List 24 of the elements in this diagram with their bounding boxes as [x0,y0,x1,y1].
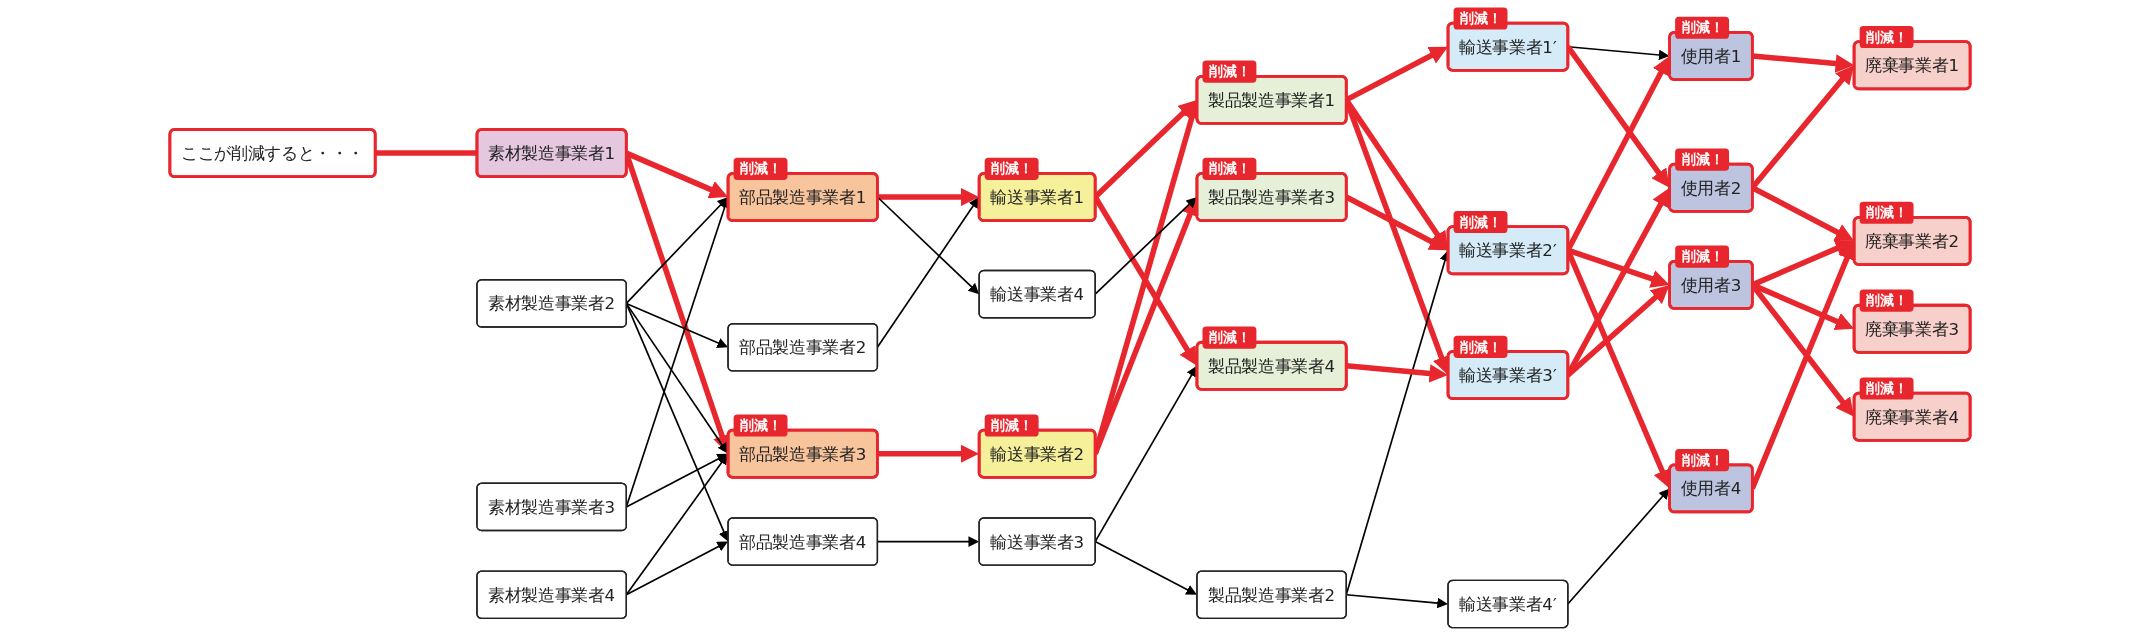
status-badge: 削減！ [1675,449,1730,472]
arrow [1346,363,1448,383]
status-badge: 削減！ [1202,157,1257,180]
arrow [877,187,980,207]
arrow [877,444,980,463]
status-badge: 削減！ [733,414,788,437]
status-badge: 削減！ [984,414,1039,437]
status-badge: 削減！ [1453,210,1508,234]
status-badge: 削減！ [1675,16,1730,39]
status-badge: 削減！ [1202,326,1257,349]
status-badge: 削減！ [1202,60,1257,83]
arrow [1752,53,1855,73]
status-badge: 削減！ [1859,25,1914,49]
status-badge: 削減！ [1859,289,1914,312]
status-badge: 削減！ [1859,201,1914,224]
arrow [1567,488,1670,605]
status-badge: 削減！ [1859,377,1914,400]
status-badge: 削減！ [1675,148,1730,171]
connector [375,150,477,156]
status-badge: 削減！ [1675,245,1730,268]
status-badge: 削減！ [1453,7,1508,30]
status-badge: 削減！ [1453,335,1508,358]
status-badge: 削減！ [984,157,1039,180]
status-badge: 削減！ [733,157,788,180]
